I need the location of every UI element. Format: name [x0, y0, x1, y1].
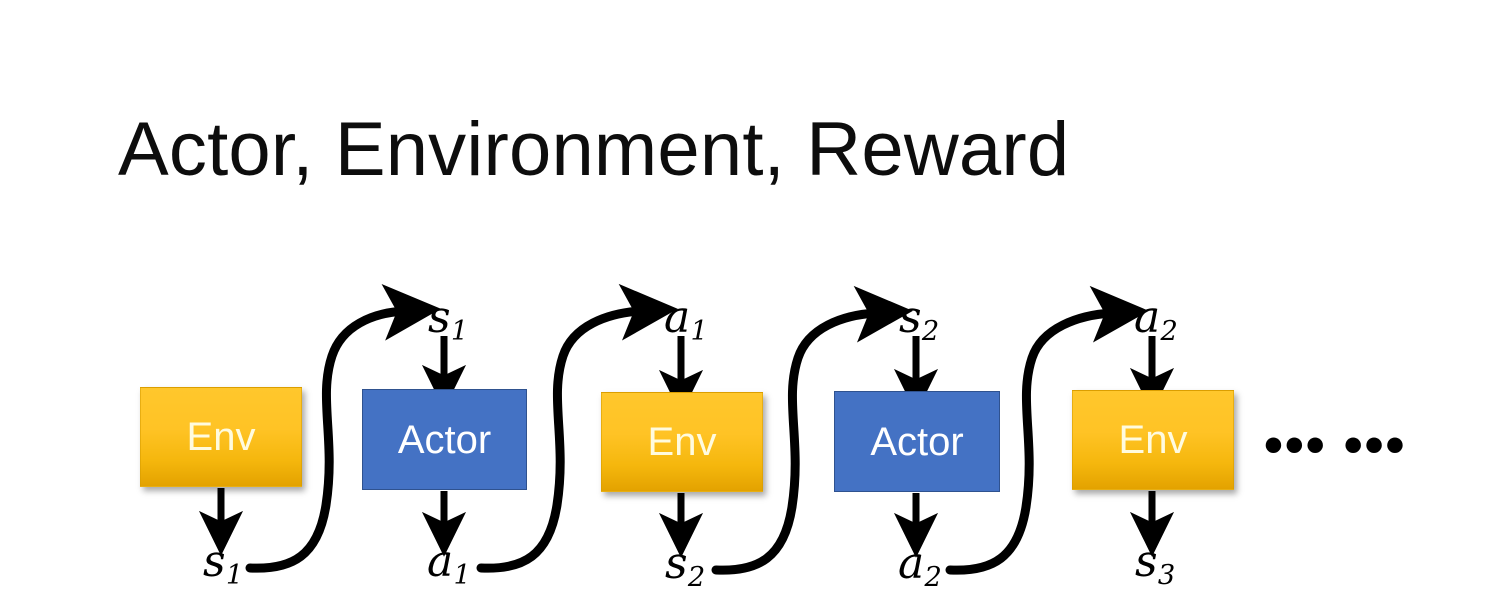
node-label: Env — [647, 420, 717, 464]
top-label-s2: s2 — [899, 292, 940, 348]
curve-s1-to-actor1 — [245, 284, 441, 573]
node-env-2[interactable]: Env — [601, 392, 763, 492]
ellipsis-continuation: ••• ••• — [1264, 415, 1407, 475]
node-env-3[interactable]: Env — [1072, 390, 1234, 490]
curve-s2-to-actor2 — [711, 285, 913, 575]
bottom-label-s1: s1 — [203, 536, 244, 592]
node-env-1[interactable]: Env — [140, 387, 302, 487]
node-actor-2[interactable]: Actor — [834, 391, 1000, 492]
node-label: Env — [186, 415, 256, 459]
top-label-a1: a1 — [664, 292, 708, 348]
node-label: Env — [1118, 418, 1188, 462]
curve-a1-to-env2 — [476, 283, 678, 573]
bottom-label-a2: a2 — [898, 538, 942, 594]
bottom-label-s2: s2 — [665, 538, 706, 594]
node-label: Actor — [397, 417, 492, 462]
bottom-label-s3: s3 — [1135, 536, 1176, 592]
page-title: Actor, Environment, Reward — [118, 107, 1070, 192]
curve-a2-to-env3 — [945, 285, 1149, 575]
top-label-a2: a2 — [1134, 292, 1178, 348]
node-label: Actor — [870, 419, 964, 464]
node-actor-1[interactable]: Actor — [362, 389, 527, 490]
top-label-s1: s1 — [428, 292, 469, 348]
bottom-label-a1: a1 — [427, 536, 471, 592]
